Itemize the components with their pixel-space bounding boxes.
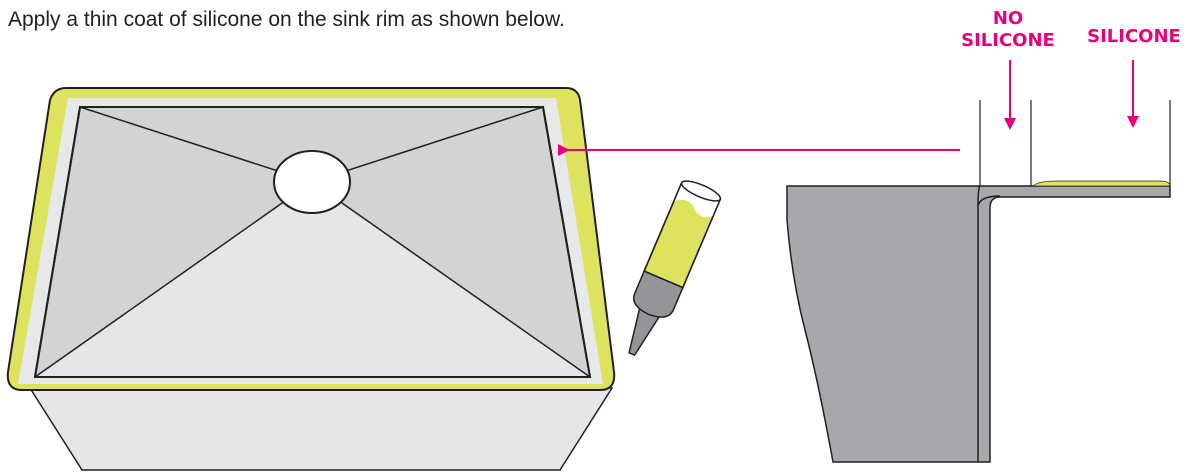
silicone-bead xyxy=(1033,180,1171,187)
no-silicone-label: NO SILICONE xyxy=(938,8,1078,52)
drain-hole xyxy=(273,150,351,214)
rim-cross-section xyxy=(786,100,1171,463)
caulk-tube-icon xyxy=(628,180,722,357)
silicone-label: SILICONE xyxy=(1087,26,1181,47)
no-silicone-label-line1: NO xyxy=(992,8,1024,29)
sink-illustration xyxy=(6,87,616,471)
sink-basin-floor xyxy=(35,182,590,377)
instruction-text: Apply a thin coat of silicone on the sin… xyxy=(8,8,565,31)
no-silicone-label-line2: SILICONE xyxy=(961,30,1055,51)
sink-body xyxy=(28,387,614,471)
